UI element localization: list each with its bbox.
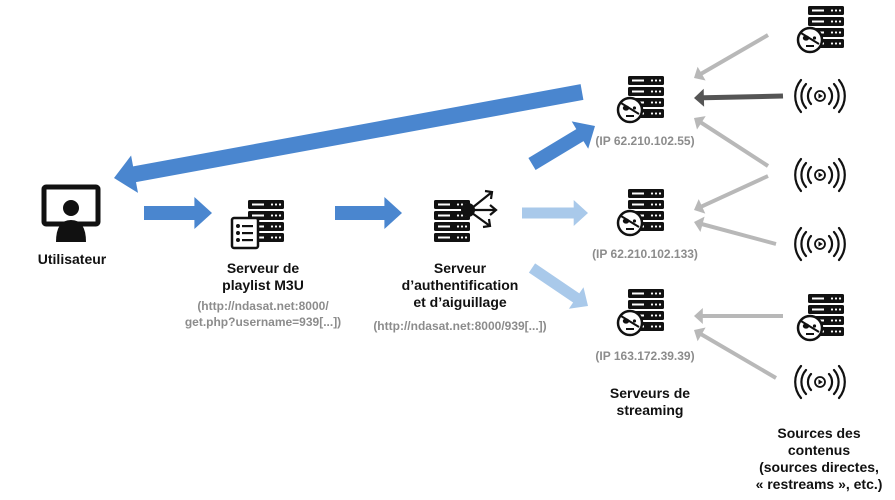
sources-caption-line2: contenus <box>787 442 851 458</box>
playlist-server-title: Serveur de playlist M3U <box>185 260 341 294</box>
streaming-server-3-icon <box>616 289 664 337</box>
server-routing-icon <box>434 189 498 242</box>
streaming-server-2-ip: (IP 62.210.102.133) <box>592 247 698 261</box>
arrow-stream-1-to-user <box>114 84 584 193</box>
user-label: Utilisateur <box>37 251 107 267</box>
sources-caption-line3: (sources directes, <box>759 459 879 475</box>
arrow-auth-to-stream-3 <box>528 263 588 309</box>
streaming-server-1-ip: (IP 62.210.102.55) <box>595 134 695 148</box>
server-list-icon <box>230 200 284 250</box>
auth-server-title-line2: d’authentification <box>401 277 519 293</box>
sources-caption: Sources des contenus (sources directes, … <box>745 425 893 493</box>
broadcast-icon <box>794 364 846 400</box>
auth-server-title-line1: Serveur <box>433 260 487 276</box>
broadcast-icon <box>794 226 846 262</box>
arrow-source-4-to-stream-2 <box>694 216 777 246</box>
arrow-source-2-to-stream-1 <box>694 88 784 107</box>
arrow-user-to-playlist <box>144 197 212 229</box>
broadcast-icon <box>794 157 846 193</box>
auth-server-url: (http://ndasat.net:8000/939[...]) <box>373 319 547 333</box>
auth-server-title: Serveur d’authentification et d’aiguilla… <box>372 260 548 311</box>
playlist-server-title-line2: playlist M3U <box>222 277 304 293</box>
arrow-source-5-to-stream-3 <box>694 308 783 324</box>
source-server-1-icon <box>796 6 844 54</box>
sources-caption-line4: « restreams », etc.) <box>755 476 883 492</box>
playlist-server-url-line1: (http://ndasat.net:8000/ <box>197 299 329 313</box>
streaming-servers-caption-line2: streaming <box>616 402 684 418</box>
playlist-server-url: (http://ndasat.net:8000/ get.php?usernam… <box>170 298 356 330</box>
arrow-source-1-to-stream-1 <box>694 33 769 81</box>
streaming-server-2-icon <box>616 189 664 237</box>
arrow-source-3-to-stream-2 <box>694 174 769 214</box>
playlist-server-url-line2: get.php?username=939[...]) <box>184 315 342 329</box>
streaming-servers-caption-line1: Serveurs de <box>609 385 691 401</box>
streaming-servers-caption: Serveurs de streaming <box>580 385 720 419</box>
streaming-server-3-ip: (IP 163.172.39.39) <box>595 349 695 363</box>
arrow-source-3-to-stream-1 <box>694 116 770 168</box>
playlist-server-title-line1: Serveur de <box>226 260 300 276</box>
arrow-auth-to-stream-1 <box>528 121 595 170</box>
source-server-2-icon <box>796 294 844 342</box>
streaming-server-1-icon <box>616 76 664 124</box>
sources-caption-line1: Sources des <box>777 425 861 441</box>
broadcast-icon <box>794 78 846 114</box>
arrow-playlist-to-auth <box>335 197 402 229</box>
user-monitor-icon <box>41 184 101 242</box>
arrow-auth-to-stream-2 <box>522 200 588 226</box>
arrow-source-6-to-stream-3 <box>694 327 777 380</box>
auth-server-title-line3: et d’aiguillage <box>413 294 507 310</box>
